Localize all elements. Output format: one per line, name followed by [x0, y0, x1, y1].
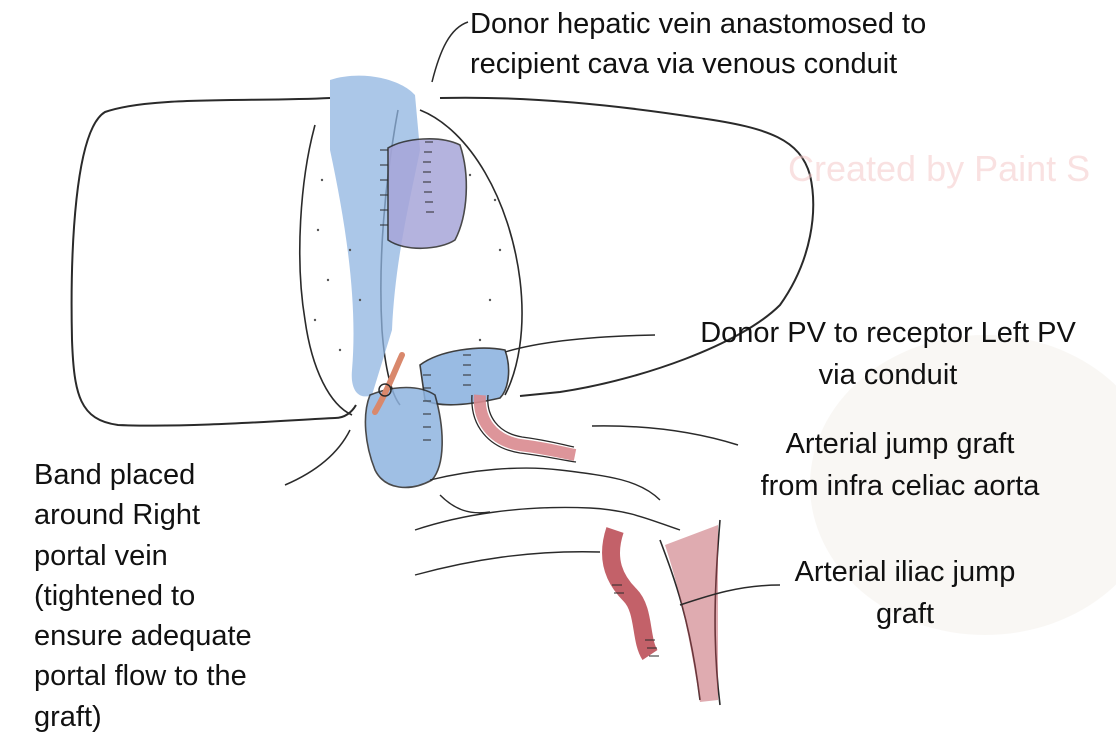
portal-vein-conduit	[419, 347, 510, 406]
pointer-portal-vein	[504, 334, 656, 353]
bowel-outline	[414, 467, 681, 576]
pointer-arterial-jump	[591, 425, 739, 446]
suture-line	[380, 141, 434, 226]
arterial-jump-graft-outline	[471, 394, 577, 463]
label-portal-vein: Donor PV to receptor Left PV via conduit	[700, 317, 1076, 392]
suture-line	[423, 354, 471, 441]
pointer-iliac-jump	[679, 584, 781, 606]
venous-conduit	[387, 138, 468, 250]
aorta-shading	[665, 525, 718, 702]
label-iliac-jump: Arterial iliac jump graft	[794, 556, 1016, 631]
label-band: Band placed around Right portal vein (ti…	[34, 459, 252, 733]
arterial-jump-graft	[473, 394, 577, 461]
liver-segment-contour	[299, 124, 353, 416]
iliac-jump-graft	[602, 527, 658, 660]
liver-outline	[70, 96, 815, 427]
portal-band	[372, 352, 405, 415]
label-arterial-jump: Arterial jump graft from infra celiac ao…	[760, 428, 1040, 503]
liver-stipple	[313, 173, 502, 352]
band-knot	[378, 383, 392, 397]
pointer-band	[284, 429, 351, 486]
label-hepatic-vein: Donor hepatic vein anastomosed to recipi…	[470, 8, 927, 80]
palette-watermark	[810, 335, 1116, 635]
liver-segment-contour	[419, 109, 523, 396]
pointer-hepatic-vein	[431, 21, 469, 83]
suture-line	[612, 584, 659, 657]
watermark-text: Created by Paint S	[788, 148, 1091, 189]
